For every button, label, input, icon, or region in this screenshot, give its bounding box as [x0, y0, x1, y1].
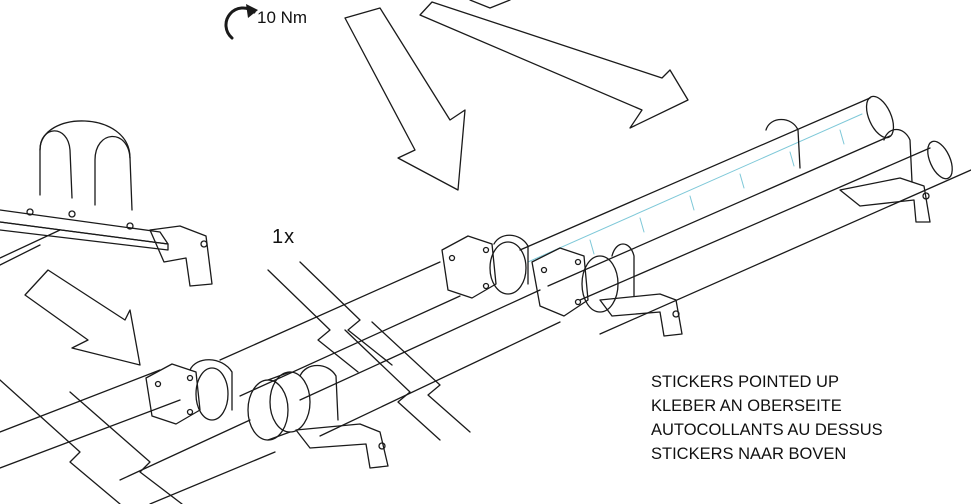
- coupling-lower: [247, 364, 389, 469]
- sticker-orientation-notes: STICKERS POINTED UP KLEBER AN OBERSEITE …: [651, 370, 883, 466]
- note-dutch: STICKERS NAAR BOVEN: [651, 445, 847, 463]
- quantity-label: 1x: [272, 226, 296, 248]
- note-french: AUTOCOLLANTS AU DESSUS: [651, 421, 883, 439]
- break-mark-1: [267, 269, 359, 373]
- clamp-detail-left: [0, 120, 213, 287]
- flange-mid-right: [531, 243, 635, 317]
- front-right-tube: [579, 140, 971, 335]
- break-mark-2: [299, 261, 393, 366]
- torque-label: 10 Nm: [257, 8, 308, 27]
- flange-lower-left: [145, 359, 233, 425]
- back-tube: [519, 95, 895, 287]
- note-german: KLEBER AN OBERSEITE: [651, 397, 842, 415]
- direction-arrow-left: [24, 269, 141, 366]
- direction-arrow-top: [344, 7, 466, 191]
- sticker-line: [527, 113, 863, 263]
- torque-rotation-icon: [224, 4, 258, 40]
- flange-mid-left: [441, 234, 529, 299]
- break-mark-5: [0, 379, 121, 504]
- lower-tube-right: [119, 289, 561, 504]
- note-english: STICKERS POINTED UP: [651, 373, 839, 391]
- direction-arrow-top-edge: [469, 0, 511, 9]
- direction-arrow-top-right: [419, 1, 689, 129]
- clamp-upper-right: [599, 118, 931, 337]
- break-mark-4: [371, 321, 471, 433]
- break-mark-3: [344, 329, 441, 441]
- break-mark-6: [69, 391, 183, 504]
